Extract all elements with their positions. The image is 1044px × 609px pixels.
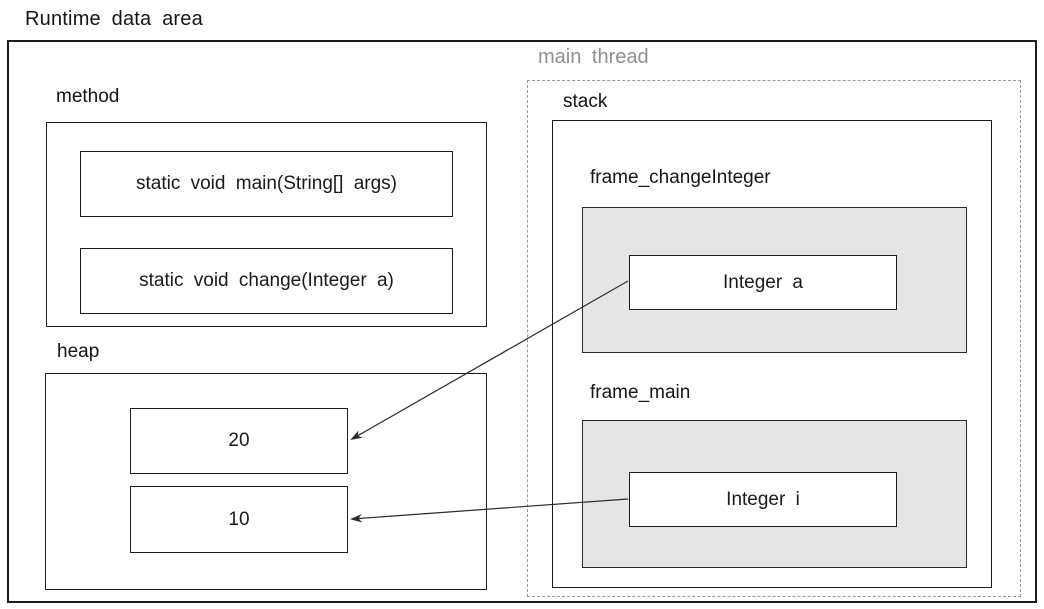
heap-object-10: 10 — [130, 486, 348, 553]
main-thread-label: main thread — [538, 46, 649, 68]
heap-label: heap — [57, 341, 100, 362]
frame-main-label: frame_main — [590, 382, 691, 403]
method-area-label: method — [56, 86, 120, 107]
frame-changeinteger-label: frame_changeInteger — [590, 167, 771, 188]
diagram-title: Runtime data area — [25, 8, 203, 30]
variable-integer-a: Integer a — [629, 255, 897, 310]
method-entry-main: static void main(String[] args) — [80, 151, 453, 217]
stack-label: stack — [563, 91, 608, 112]
heap-object-20: 20 — [130, 408, 348, 474]
variable-integer-i: Integer i — [629, 472, 897, 527]
heap-box — [45, 373, 487, 590]
method-entry-change: static void change(Integer a) — [80, 248, 453, 314]
